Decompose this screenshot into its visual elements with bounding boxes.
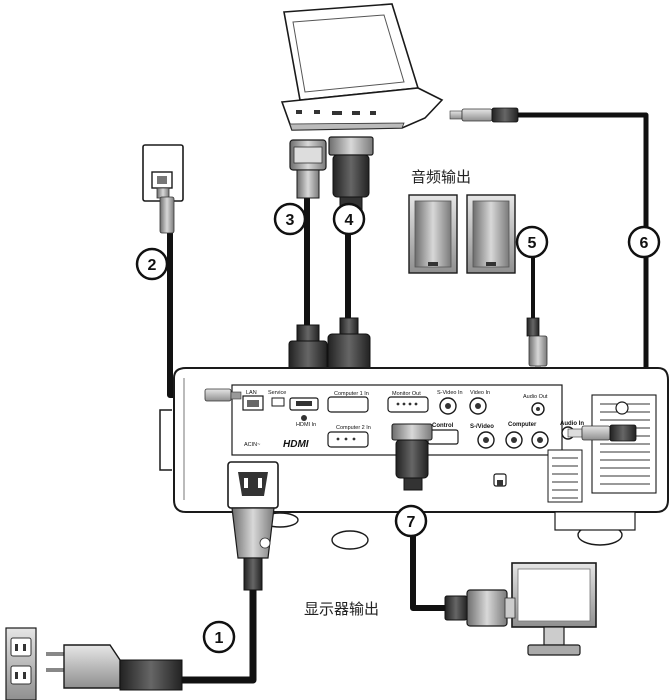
callout-5: 5 [515, 225, 549, 259]
power-cable [176, 586, 257, 684]
callout-3: 3 [273, 202, 307, 236]
audio-in-plug [567, 424, 637, 442]
hdmi-in-label: HDMI In [296, 422, 316, 428]
lan-plug [204, 388, 242, 402]
svideo-in-label: S-Video In [437, 390, 463, 396]
svg-text:4: 4 [345, 212, 354, 229]
ac-in-label: ACIN~ [244, 442, 260, 448]
audio-in-plug-top [449, 107, 519, 123]
power-plug [46, 644, 183, 691]
lock-icon [493, 473, 507, 487]
svg-text:7: 7 [407, 514, 416, 531]
computer-label: Computer [508, 422, 537, 428]
callout-1: 1 [202, 620, 236, 654]
audio-out-plug [526, 317, 548, 374]
computer2-label: Computer 2 In [336, 425, 371, 431]
service-port[interactable] [271, 397, 285, 407]
audio-in-label: Audio In [560, 421, 584, 427]
monitor-vga-connector [444, 589, 516, 627]
computer2-port[interactable] [327, 431, 369, 448]
laptop [280, 3, 444, 131]
svg-text:3: 3 [286, 212, 295, 229]
callout-6: 6 [627, 225, 661, 259]
video-in-label: Video In [470, 390, 490, 396]
callout-4: 4 [332, 202, 366, 236]
screw-icon [615, 401, 629, 415]
callout-2: 2 [135, 247, 169, 281]
svg-text:5: 5 [528, 235, 537, 252]
lan-label: LAN [246, 390, 257, 396]
audio-out-caption: 音频输出 [411, 168, 471, 186]
computer1-label: Computer 1 In [334, 391, 369, 397]
wall-lan-jack [142, 144, 184, 234]
monitor [511, 562, 597, 656]
monitor-out-caption: 显示器输出 [304, 600, 379, 618]
monitor-out-plug [391, 423, 433, 491]
svg-text:6: 6 [640, 235, 649, 252]
audio-out-label: Audio Out [523, 394, 548, 400]
vga-connector-top [328, 136, 374, 212]
service-label: Service [268, 390, 286, 396]
monitor-out-port[interactable] [387, 396, 429, 413]
svg-text:2: 2 [148, 257, 157, 274]
svideo-label: S-/Video [470, 424, 494, 430]
side-vent [547, 449, 583, 503]
port-labels: LAN Service HDMI In Computer 1 In Comput… [244, 390, 584, 450]
projector-ports [242, 395, 575, 449]
callout-markers: 1 2 3 4 5 6 7 [135, 202, 661, 654]
monitor-out-label: Monitor Out [392, 391, 421, 397]
speakers [408, 194, 516, 274]
control-label: Control [432, 423, 454, 429]
hdmi-connector-top [289, 139, 327, 199]
power-inlet-plug [227, 461, 279, 591]
callout-7: 7 [394, 504, 428, 538]
hdmi-logo: HDMI [283, 439, 309, 450]
computer1-port[interactable] [327, 396, 369, 413]
svg-text:1: 1 [215, 630, 224, 647]
wall-outlet [5, 627, 37, 700]
